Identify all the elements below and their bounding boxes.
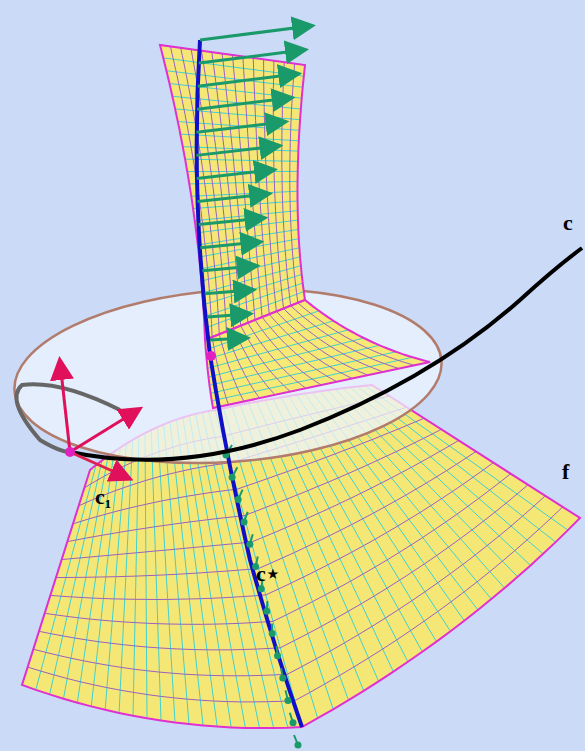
vector-dot [241,518,248,525]
vector-dot [290,719,297,726]
vector-arrow [196,146,277,155]
frame-vector [70,410,138,452]
grid-curve [248,323,306,388]
vector-dot [284,697,291,704]
vector-arrow [200,242,258,248]
grid-curve [39,485,528,650]
vector-arrow [202,266,254,271]
vector-arrow [198,74,296,86]
grid-curve [262,317,337,382]
vector-dot [274,652,281,659]
vector-dot [269,630,276,637]
vector-dot [295,742,302,749]
surface-label: f [562,461,569,483]
grid-curve [291,306,399,369]
vector-dot [229,474,236,481]
vector-arrow [210,338,245,340]
vector-dot [235,496,242,503]
vector-arrow [207,314,248,317]
grid-curve [276,311,368,375]
grid-curve [50,463,493,600]
curve-c-star [197,40,302,727]
point [65,447,75,457]
grid-curve [56,452,476,578]
surface-border [160,45,305,340]
vector-label: c₁ [95,486,111,508]
green-vectors [196,26,310,749]
vector-arrow [197,170,272,178]
tangent-vector [70,452,128,478]
surface-border [205,300,430,408]
frame-vector [60,362,70,452]
vector-arrow [205,290,252,294]
vector-dot [263,608,270,615]
grid-curve [45,474,511,625]
curve-label: c⋆ [256,563,280,585]
curve-c [70,248,582,460]
surface-fill [160,45,305,340]
grid-curve [255,320,322,385]
vector-arrow [197,194,267,202]
vector-arrow [200,26,310,40]
grid-curve [33,496,545,676]
curve-label: c [563,212,573,234]
vector-arrow [197,98,290,109]
surface-fill [205,300,430,408]
vector-dot [279,675,286,682]
vector-dot [258,585,265,592]
vector-dot [246,541,253,548]
point [206,351,216,361]
vector-arrow [196,122,283,132]
vector-arrow [199,50,303,63]
grid-curve [28,507,563,702]
grid-curve [241,326,291,392]
grid-curve [226,331,259,398]
vector-arrow [199,218,263,225]
